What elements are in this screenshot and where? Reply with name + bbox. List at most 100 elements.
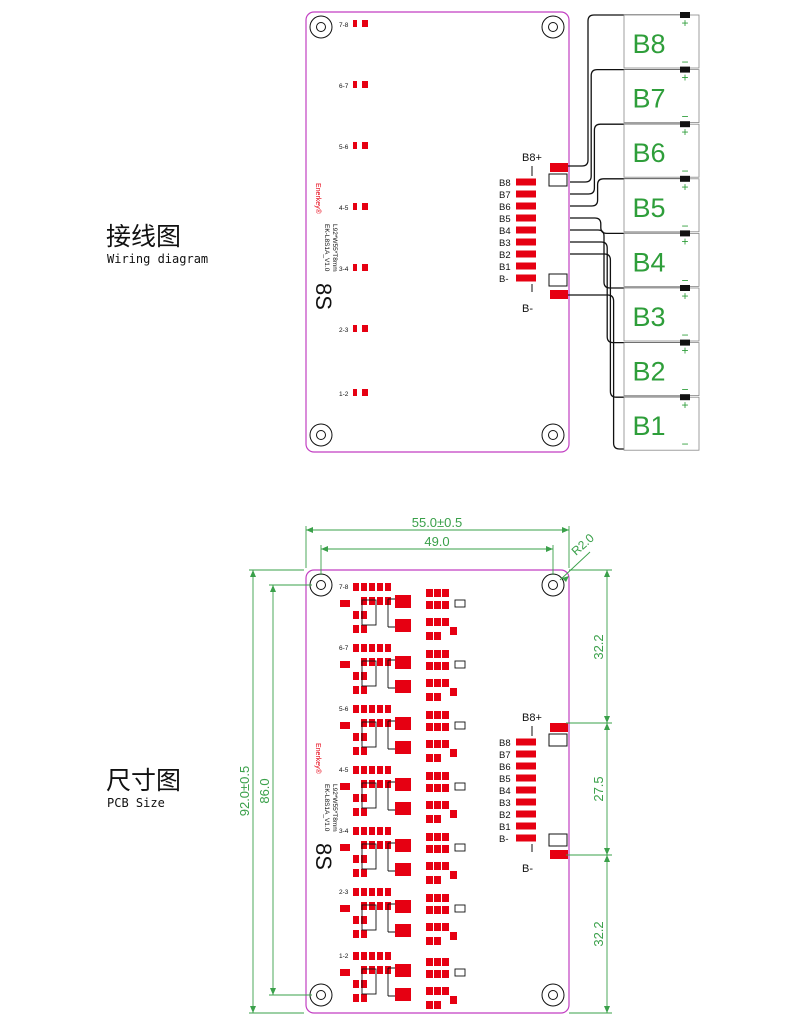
smd-pad bbox=[434, 987, 441, 995]
smd-pad bbox=[361, 597, 367, 605]
minus-sign: − bbox=[681, 383, 688, 397]
smd-pad bbox=[434, 662, 441, 670]
harness-wire bbox=[570, 68, 685, 183]
smd-pad bbox=[340, 905, 350, 912]
smd-pad bbox=[434, 754, 441, 762]
plus-sign: + bbox=[681, 234, 688, 248]
smd-pad bbox=[361, 827, 367, 835]
mounting-hole bbox=[541, 423, 565, 447]
header-pin-label: B3 bbox=[499, 238, 511, 249]
terminal-lug bbox=[680, 12, 690, 18]
smd-pad bbox=[361, 916, 367, 924]
smd-pad bbox=[450, 749, 457, 757]
mosfet-pad bbox=[395, 863, 411, 876]
smd-pad bbox=[442, 987, 449, 995]
size-note-text: L92*W55*T8mm bbox=[331, 224, 338, 272]
header-pin-pad bbox=[516, 834, 536, 842]
smd-pad bbox=[361, 625, 367, 633]
smd-pad bbox=[353, 583, 359, 591]
smd-pad bbox=[340, 722, 350, 729]
mounting-hole bbox=[309, 983, 333, 1007]
smd-pad bbox=[377, 658, 383, 666]
header-pin-label: B8 bbox=[499, 178, 511, 189]
battery-cell bbox=[623, 14, 700, 69]
smd-pad bbox=[361, 808, 367, 816]
smd-pad bbox=[385, 952, 391, 960]
smd-pad bbox=[442, 801, 449, 809]
channel-label: 4-5 bbox=[339, 205, 349, 212]
smd-pad bbox=[361, 952, 367, 960]
dim-right-mid: 27.5 bbox=[591, 776, 606, 801]
header-pin-label: B5 bbox=[499, 774, 511, 785]
smd-pad bbox=[369, 952, 375, 960]
smd-pad bbox=[353, 611, 359, 619]
smd-pad bbox=[361, 658, 367, 666]
smd-pad bbox=[426, 784, 433, 792]
header-pin-label: B6 bbox=[499, 202, 511, 213]
header-pin-label: B6 bbox=[499, 762, 511, 773]
series-mark: 8S bbox=[311, 283, 336, 310]
model-text: EK-L8S1A_V1.0 bbox=[323, 224, 330, 272]
pcb-section-title: 尺寸图 bbox=[106, 766, 182, 795]
terminal-lug bbox=[680, 230, 690, 237]
channel-pad bbox=[362, 81, 368, 88]
indicator-outline bbox=[454, 721, 466, 730]
mosfet-pad bbox=[395, 839, 411, 852]
brand-text: Enerkey® bbox=[314, 743, 322, 775]
smd-pad bbox=[361, 855, 367, 863]
channel-labels: 7-86-75-64-53-42-31-2 bbox=[339, 20, 368, 398]
channel-pad bbox=[362, 264, 368, 271]
mounting-hole bbox=[541, 15, 565, 39]
battery-cells: B8+−B7+−B6+−B5+−B4+−B3+−B2+−B1+− bbox=[623, 12, 700, 451]
channel-label: 3-4 bbox=[339, 828, 349, 835]
smd-pad bbox=[426, 662, 433, 670]
dimension-arrows bbox=[250, 527, 610, 1013]
smd-pad bbox=[434, 784, 441, 792]
smd-pad bbox=[442, 862, 449, 870]
header-pin-pad bbox=[516, 190, 536, 198]
smd-pad bbox=[426, 772, 433, 780]
battery-label: B4 bbox=[632, 247, 665, 277]
trace-outline bbox=[387, 781, 395, 811]
smd-pad bbox=[426, 937, 433, 945]
ic-outline bbox=[361, 843, 377, 870]
smd-pad bbox=[353, 827, 359, 835]
smd-pad bbox=[434, 723, 441, 731]
channel-label: 1-2 bbox=[339, 953, 349, 960]
battery-label: B3 bbox=[632, 302, 665, 332]
terminal-lug bbox=[680, 121, 690, 128]
smd-pad bbox=[426, 958, 433, 966]
smd-pad bbox=[369, 766, 375, 774]
indicator-outline bbox=[454, 660, 466, 669]
smd-pad bbox=[353, 916, 359, 924]
smd-pad bbox=[426, 923, 433, 931]
battery-cell bbox=[623, 178, 700, 233]
header-pin-pad bbox=[516, 274, 536, 282]
channel-pad bbox=[353, 325, 357, 332]
smd-pad bbox=[434, 970, 441, 978]
channel-label: 5-6 bbox=[339, 144, 349, 151]
smd-pad bbox=[426, 589, 433, 597]
battery-label: B8 bbox=[632, 29, 665, 59]
smd-pad bbox=[434, 937, 441, 945]
smd-pad bbox=[442, 711, 449, 719]
header-pin-pad bbox=[516, 822, 536, 830]
dim-hole-spacing-y: 86.0 bbox=[257, 778, 272, 803]
smd-pad bbox=[426, 862, 433, 870]
header-pin-pad bbox=[516, 226, 536, 234]
smd-pad bbox=[361, 705, 367, 713]
channel-pad bbox=[353, 203, 357, 210]
header-pin-pad bbox=[516, 178, 536, 186]
smd-pad bbox=[353, 980, 359, 988]
mosfet-pad bbox=[395, 680, 411, 693]
plus-sign: + bbox=[681, 16, 688, 30]
smd-pad bbox=[426, 987, 433, 995]
smd-pad bbox=[426, 1001, 433, 1009]
smd-pad bbox=[426, 723, 433, 731]
smd-pad bbox=[426, 618, 433, 626]
header-pin-label: B8 bbox=[499, 738, 511, 749]
wiring-section-title: 接线图 bbox=[106, 222, 182, 251]
smd-pad bbox=[442, 650, 449, 658]
ic-outline bbox=[361, 660, 377, 687]
